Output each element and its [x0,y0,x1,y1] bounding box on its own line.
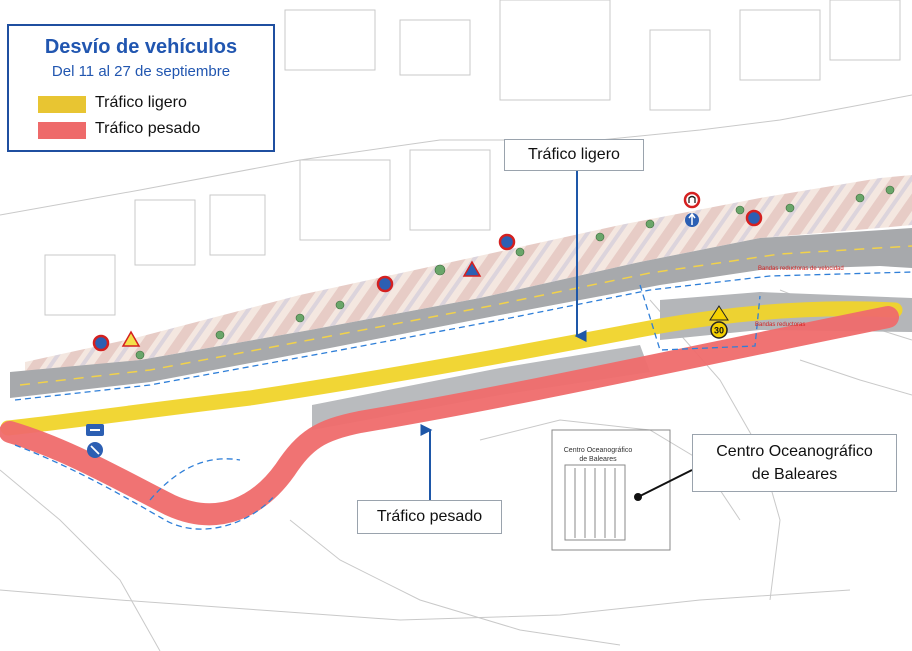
building-label-line2: de Baleares [579,456,617,463]
light-traffic-legend-label: Tráfico ligero [95,94,187,111]
oceanographic-building [551,429,671,551]
no-u-turn-sign-icon [683,191,701,209]
legend-box: Desvío de vehículos Del 11 al 27 de sept… [7,24,275,152]
light-traffic-callout: Tráfico ligero [504,139,644,171]
warning-sign-icon [121,260,729,347]
oceanographic-pointer-dot [634,493,642,501]
oceanographic-callout-line2: de Baleares [751,466,838,483]
heavy-traffic-legend-label: Tráfico pesado [95,120,201,137]
detour-direction-signs-icon [86,424,104,458]
one-way-ahead-sign-icon [685,212,699,227]
oceanographic-pointer [637,469,693,498]
heavy-traffic-callout: Tráfico pesado [357,500,502,534]
legend-title: Desvío de vehículos [44,36,238,58]
building-label-line1: Centro Oceanográfico [564,447,633,454]
legend-subtitle: Del 11 al 27 de septiembre [51,63,231,80]
speed-limit-30-icon: 30 [710,321,728,339]
light-traffic-swatch [38,96,86,113]
trees [135,185,895,360]
no-entry-sign-icon [92,209,763,352]
oceanographic-callout-line1: Centro Oceanográfico [716,443,873,460]
speed-bumps-label-1: Bandas reductoras de velocidad [758,266,844,272]
oceanographic-callout: Centro Oceanográfico de Baleares [692,434,897,492]
light-traffic-route [0,301,903,436]
main-road [10,228,912,398]
speed-bumps-label-2: Bandas reductoras [755,322,805,328]
heavy-traffic-route [0,306,899,526]
road-centerline [19,245,912,386]
heavy-traffic-swatch [38,122,86,139]
speed-sign-label: 30 [714,326,724,336]
detour-outlines [14,271,912,530]
